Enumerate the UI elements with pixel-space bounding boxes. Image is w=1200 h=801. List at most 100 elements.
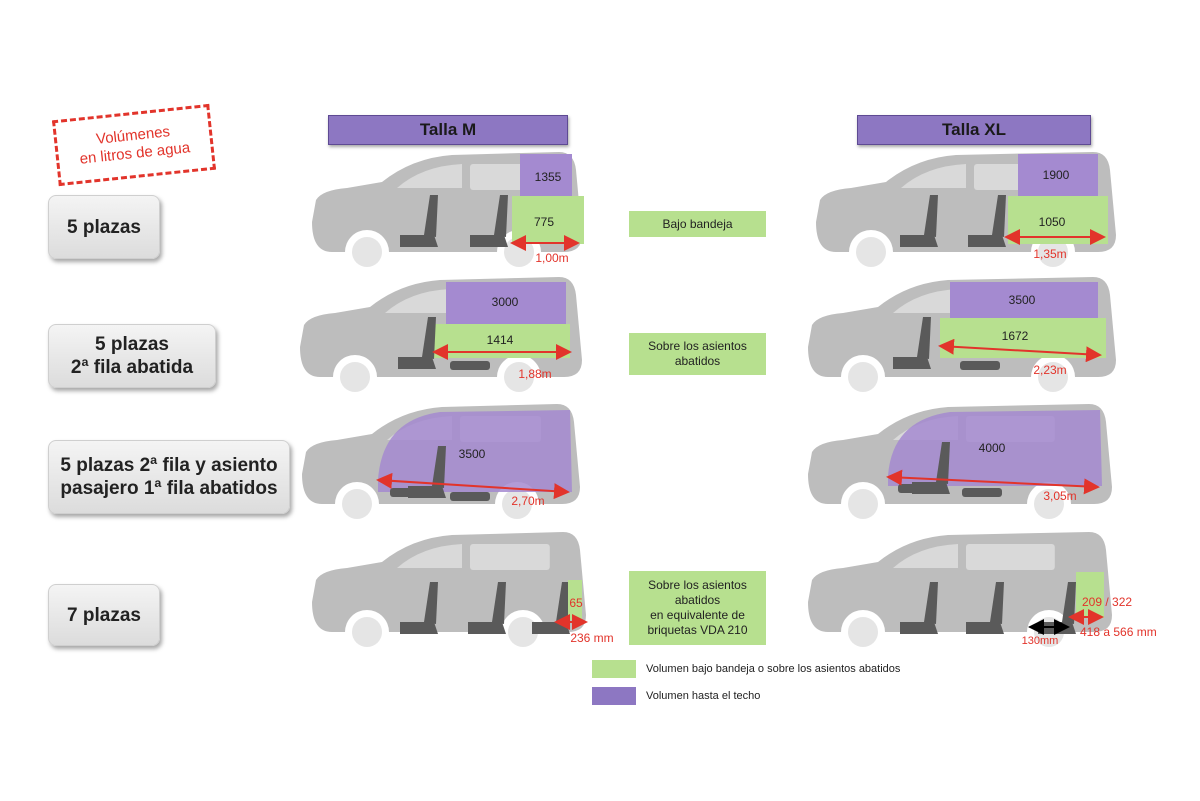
car-xl-2a-fila-hub [848, 362, 878, 392]
row-label-5-plazas-2a-fila: 5 plazas 2ª fila abatida [48, 324, 216, 388]
volume-roof-label: 3500 [459, 447, 486, 461]
volume-tray-label: 1050 [1039, 215, 1066, 229]
volume-roof-label: 3500 [1009, 293, 1036, 307]
legend-purple-swatch [592, 687, 636, 705]
seat-folded-rear [962, 488, 1002, 497]
car-m-abatidos-hub [342, 489, 372, 519]
seat-row-2-cushion [966, 622, 1004, 634]
middle-note-line: abatidos [674, 593, 721, 607]
seat-front-back [924, 195, 938, 237]
row-label-line: 7 plazas [67, 604, 141, 626]
car-m-2a-fila-hub [504, 362, 534, 392]
length-arrow [938, 338, 1102, 363]
car-xl-2a-fila-window-front [893, 289, 958, 313]
volume-roof-region [520, 154, 572, 196]
legend-purple-text: Volumen hasta el techo [646, 690, 761, 702]
car-m-5-plazas-window-front [397, 164, 462, 188]
length-label: 1,35m [1033, 247, 1066, 261]
row-label-line: pasajero 1ª fila abatidos [60, 478, 278, 499]
car-m-7-plazas-hub [508, 617, 538, 647]
middle-note-line: Sobre los asientos [648, 339, 747, 353]
row-label-line: 5 plazas [95, 334, 169, 355]
car-m-5-plazas: 1355 775 1,00m [312, 152, 584, 274]
car-xl-7-plazas-hub [848, 617, 878, 647]
seat-driver-cushion [912, 482, 950, 494]
seat-row-2-back [990, 582, 1004, 624]
volume-tray-label: 1414 [487, 333, 514, 347]
volume-tray-label: 775 [534, 215, 554, 229]
seat-front-cushion [400, 235, 438, 247]
size-m-header: Talla M [328, 115, 568, 145]
length-arrow [886, 469, 1100, 495]
seat-row-1-back [424, 582, 438, 624]
seat-row-1-cushion [400, 622, 438, 634]
car-m-abatidos: 3500 2,70m [302, 404, 580, 526]
seat-rear-back [992, 195, 1006, 237]
row-label-5-plazas: 5 plazas [48, 195, 160, 259]
seat-rear-cushion [470, 235, 508, 247]
car-m-5-plazas-hub [352, 237, 382, 267]
seat-folded [960, 361, 1000, 370]
car-xl-abatidos-hub [848, 489, 878, 519]
volume-roof-region [1018, 154, 1098, 196]
volume-roof-label: 1355 [535, 170, 562, 184]
length-label: 1,88m [518, 367, 551, 381]
seat-front-cushion [398, 357, 436, 369]
volume-tray-label: 209 / 322 [1082, 595, 1132, 609]
volume-roof-region [950, 282, 1098, 318]
length-label: 2,23m [1033, 363, 1066, 377]
seat-folded-rear [450, 492, 490, 501]
seat-rear-cushion [968, 235, 1006, 247]
middle-note-line: Sobre los asientos [648, 578, 747, 592]
seat-row-1-back [924, 582, 938, 624]
car-m-7-plazas-window-front [397, 544, 462, 568]
car-xl-7-plazas-window-front [893, 544, 958, 568]
car-m-7-plazas: 65 236 mm [312, 532, 614, 654]
extra-length-label: 130mm [1022, 635, 1059, 647]
seat-row-3-cushion [532, 622, 570, 634]
middle-note-briquetas: Sobre los asientos abatidos en equivalen… [629, 571, 766, 645]
volume-tray-label: 65 [569, 596, 583, 610]
row-label-5-plazas-abatidos: 5 plazas 2ª fila y asiento pasajero 1ª f… [48, 440, 290, 514]
car-m-2a-fila-hub [340, 362, 370, 392]
volume-roof-label: 1900 [1043, 168, 1070, 182]
middle-note-sobre-asientos: Sobre los asientos abatidos [629, 333, 766, 375]
seat-front-back [917, 317, 931, 359]
middle-note-bajo-bandeja: Bajo bandeja [629, 211, 766, 237]
seat-folded [450, 361, 490, 370]
row-label-line: 5 plazas 2ª fila y asiento [60, 455, 278, 476]
car-m-7-plazas-window-mid [470, 544, 550, 570]
car-m-2a-fila: 3000 1414 1,88m [300, 277, 582, 399]
length-label: 1,00m [535, 251, 568, 265]
seat-row-1-cushion [900, 622, 938, 634]
middle-note-line: en equivalente de [650, 608, 745, 622]
volume-roof-region [378, 410, 572, 492]
car-xl-7-plazas-window-mid [966, 544, 1055, 570]
volume-roof-label: 3000 [492, 295, 519, 309]
seat-front-cushion [893, 357, 931, 369]
middle-note-line: abatidos [674, 354, 721, 368]
seat-driver-cushion [408, 486, 446, 498]
car-xl-2a-fila-hub [1038, 362, 1068, 392]
volume-roof-label: 4000 [979, 441, 1006, 455]
volume-tray-region [568, 580, 582, 620]
length-label: 236 mm [570, 631, 613, 645]
length-label: 3,05m [1043, 489, 1076, 503]
car-m-2a-fila-window-front [385, 289, 450, 313]
car-m-7-plazas-hub [352, 617, 382, 647]
row-label-line: 2ª fila abatida [70, 357, 194, 378]
seat-rear-back [494, 195, 508, 237]
car-xl-2a-fila: 3500 1672 2,23m [808, 277, 1116, 399]
car-xl-7-plazas: 209 / 322 130mm 418 a 566 mm [808, 532, 1157, 654]
length-arrow [376, 472, 570, 500]
seat-row-2-back [492, 582, 506, 624]
seat-front-back [424, 195, 438, 237]
length-label: 2,70m [511, 494, 544, 508]
row-label-line: 5 plazas [67, 216, 141, 238]
row-label-7-plazas: 7 plazas [48, 584, 160, 646]
length-label: 418 a 566 mm [1080, 625, 1157, 639]
volume-tray-label: 1672 [1002, 329, 1029, 343]
size-xl-header: Talla XL [857, 115, 1091, 145]
car-xl-abatidos-hub [1034, 489, 1064, 519]
seat-row-2-cushion [468, 622, 506, 634]
